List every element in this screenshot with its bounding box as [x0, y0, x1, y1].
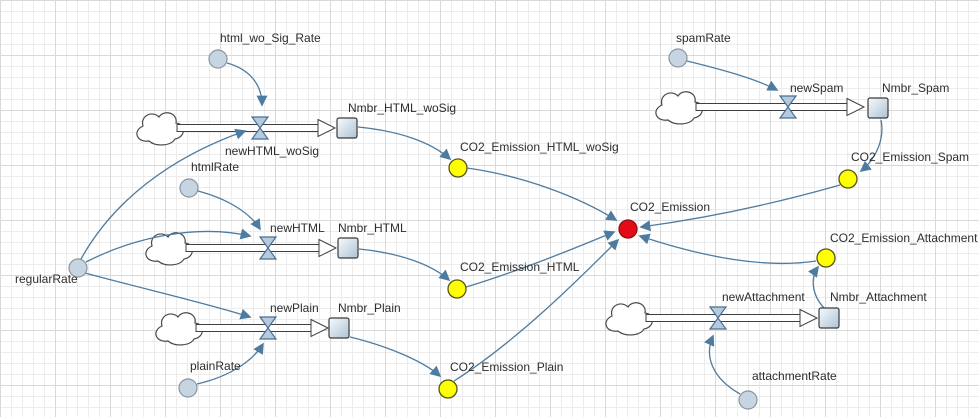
- label-spamRate: spamRate: [676, 31, 731, 45]
- label-Nmbr_HTML: Nmbr_HTML: [338, 221, 407, 235]
- label-newSpam: newSpam: [790, 81, 843, 95]
- flow-pipe[interactable]: [195, 324, 312, 332]
- label-htmlRate: htmlRate: [191, 160, 239, 174]
- aux-CO2_Emission_Attachment[interactable]: [816, 248, 836, 268]
- link-htmlRate-newHTML[interactable]: [197, 190, 261, 231]
- link-attachmentRate-newAttachment[interactable]: [704, 334, 741, 395]
- label-CO2_Emission_Spam: CO2_Emission_Spam: [851, 150, 969, 164]
- link-CO2_Emission_HTML-CO2_Emission[interactable]: [465, 230, 616, 288]
- flow-arrowhead-icon: [310, 318, 330, 338]
- link-CO2_Emission_Attachment-CO2_Emission[interactable]: [638, 233, 817, 265]
- label-newPlain: newPlain: [270, 301, 319, 315]
- label-attachmentRate: attachmentRate: [752, 369, 837, 383]
- flow-arrowhead-icon: [317, 118, 337, 138]
- stock-Nmbr_Attachment[interactable]: [818, 307, 840, 329]
- link-html_wo_Sig_Rate-newHTML_woSig[interactable]: [226, 62, 268, 107]
- flow-pipe[interactable]: [695, 103, 848, 111]
- link-Nmbr_Spam-CO2_Emission_Spam[interactable]: [859, 119, 883, 173]
- flow-newAttachment: [605, 302, 819, 336]
- link-Nmbr_Attachment-CO2_Emission_Attachment[interactable]: [808, 265, 825, 309]
- flow-pipe[interactable]: [645, 314, 801, 322]
- source-cloud-icon[interactable]: [136, 112, 184, 146]
- label-Nmbr_Spam: Nmbr_Spam: [882, 81, 949, 95]
- label-CO2_Emission_Attachment: CO2_Emission_Attachment: [830, 231, 978, 245]
- flow-arrowhead-icon: [846, 97, 866, 117]
- parameter-attachmentRate[interactable]: [738, 390, 758, 410]
- source-cloud-icon[interactable]: [155, 312, 203, 346]
- label-newHTML: newHTML: [270, 221, 325, 235]
- stock-Nmbr_HTML[interactable]: [337, 237, 359, 259]
- label-CO2_Emission_Plain: CO2_Emission_Plain: [450, 360, 563, 374]
- link-Nmbr_Plain-CO2_Emission_Plain[interactable]: [349, 336, 442, 378]
- link-CO2_Emission_Spam-CO2_Emission[interactable]: [639, 184, 841, 232]
- aux-CO2_Emission_Plain[interactable]: [438, 379, 458, 399]
- label-CO2_Emission: CO2_Emission: [630, 200, 710, 214]
- source-cloud-icon[interactable]: [655, 91, 703, 125]
- label-html_wo_Sig_Rate: html_wo_Sig_Rate: [220, 31, 321, 45]
- label-Nmbr_Plain: Nmbr_Plain: [338, 301, 401, 315]
- flow-arrowhead-icon: [799, 308, 819, 328]
- label-newAttachment: newAttachment: [722, 290, 805, 304]
- link-plainRate-newPlain[interactable]: [196, 342, 264, 385]
- link-regularRate-newHTML[interactable]: [85, 228, 252, 263]
- stock-Nmbr_Plain[interactable]: [328, 317, 350, 339]
- link-regularRate-newPlain[interactable]: [84, 272, 252, 320]
- link-CO2_Emission_Plain-CO2_Emission[interactable]: [453, 238, 620, 382]
- link-spamRate-newSpam[interactable]: [686, 60, 779, 91]
- source-cloud-icon[interactable]: [605, 302, 653, 336]
- label-regularRate: regularRate: [15, 272, 78, 286]
- stock-Nmbr_Spam[interactable]: [867, 97, 889, 119]
- link-CO2_Emission_HTML_woSig-CO2_Emission[interactable]: [466, 167, 618, 221]
- flow-newSpam: [655, 91, 866, 125]
- link-Nmbr_HTML_woSig-CO2_Emission_HTML_woSig[interactable]: [357, 126, 452, 161]
- parameter-spamRate[interactable]: [668, 48, 688, 68]
- parameter-regularRate[interactable]: [68, 258, 88, 278]
- label-CO2_Emission_HTML_woSig: CO2_Emission_HTML_woSig: [460, 140, 619, 154]
- label-Nmbr_Attachment: Nmbr_Attachment: [830, 290, 927, 304]
- parameter-htmlRate[interactable]: [179, 178, 199, 198]
- aux-CO2_Emission_HTML[interactable]: [447, 279, 467, 299]
- flow-newHTML_woSig: [136, 112, 337, 146]
- flow-arrowhead-icon: [318, 238, 338, 258]
- flow-pipe[interactable]: [176, 124, 319, 132]
- flow-pipe[interactable]: [185, 244, 320, 252]
- flow-newHTML: [145, 232, 338, 266]
- flow-newPlain: [155, 312, 330, 346]
- parameter-plainRate[interactable]: [178, 378, 198, 398]
- aux-CO2_Emission_Spam[interactable]: [838, 169, 858, 189]
- label-newHTML_woSig: newHTML_woSig: [225, 144, 319, 158]
- label-CO2_Emission_HTML: CO2_Emission_HTML: [460, 260, 580, 274]
- link-regularRate-newHTML_woSig[interactable]: [80, 128, 247, 260]
- link-Nmbr_HTML-CO2_Emission_HTML[interactable]: [358, 248, 451, 282]
- aux-CO2_Emission_HTML_woSig[interactable]: [448, 158, 468, 178]
- parameter-html_wo_Sig_Rate[interactable]: [208, 49, 228, 69]
- label-Nmbr_HTML_woSig: Nmbr_HTML_woSig: [348, 101, 456, 115]
- stock-Nmbr_HTML_woSig[interactable]: [336, 117, 358, 139]
- aux-CO2_Emission-total[interactable]: [618, 219, 638, 239]
- label-plainRate: plainRate: [190, 359, 241, 373]
